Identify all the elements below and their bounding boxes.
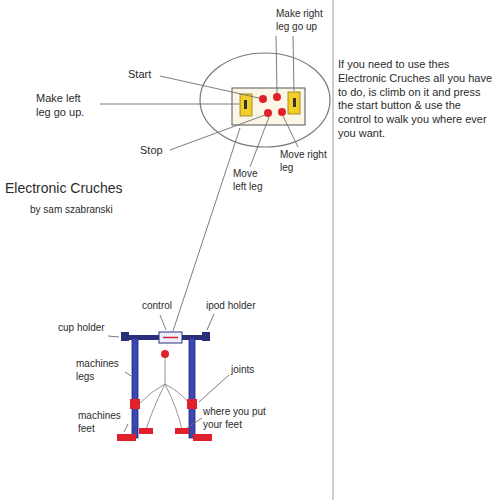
leader-line [283,116,298,147]
start-button [259,95,267,103]
machine-foot [193,434,212,441]
leader-line [276,36,277,93]
callout-label: Stop [140,144,175,158]
callout-label: Make left leg go up. [36,92,98,120]
callout-label: Make right leg go up [276,8,331,33]
ipod-holder [202,332,210,341]
machine-leg [132,338,138,438]
part-label: control [142,300,192,313]
foot-rest [139,428,153,434]
switch-mark [244,100,247,109]
button [273,93,281,101]
joint [187,399,197,409]
leader-line [108,336,119,337]
author-line: by sam szabranski [30,204,180,217]
callout-label: Start [128,68,168,82]
leader-line [170,115,265,150]
diagram-title: Electronic Cruches [5,180,195,198]
leader-line [160,315,166,330]
foot-rest [175,428,189,434]
stop-button [264,109,272,117]
leader-line [250,117,269,167]
divider-line [333,0,334,500]
leader-line [187,418,202,428]
note-text: If you need to use thes Electronic Cruch… [338,58,496,141]
switch-mark [293,98,296,107]
part-label: machines legs [76,358,126,383]
joint [130,399,140,409]
part-label: ipod holder [206,300,276,313]
control-box [159,332,182,343]
center-button [161,350,169,358]
leader-line [293,36,294,91]
part-label: cup holder [58,322,120,335]
leader-line [160,76,259,98]
control-mark [163,337,178,339]
part-label: joints [231,364,271,377]
machine-foot [117,434,136,441]
leader-line [199,375,229,402]
leader-line [100,104,239,105]
left-leg-switch [240,94,252,116]
wire [139,358,190,430]
panel-outline [200,53,330,147]
callout-label: Move left leg [233,168,267,193]
leader-line [125,372,131,376]
leader-line [124,424,128,432]
part-label: machines feet [78,410,128,435]
part-label: where you put your feet [203,406,283,431]
button [278,108,286,116]
leader-line [207,314,214,330]
callout-label: Move right leg [280,149,332,174]
cup-holder [121,332,129,341]
right-leg-switch [288,92,300,114]
